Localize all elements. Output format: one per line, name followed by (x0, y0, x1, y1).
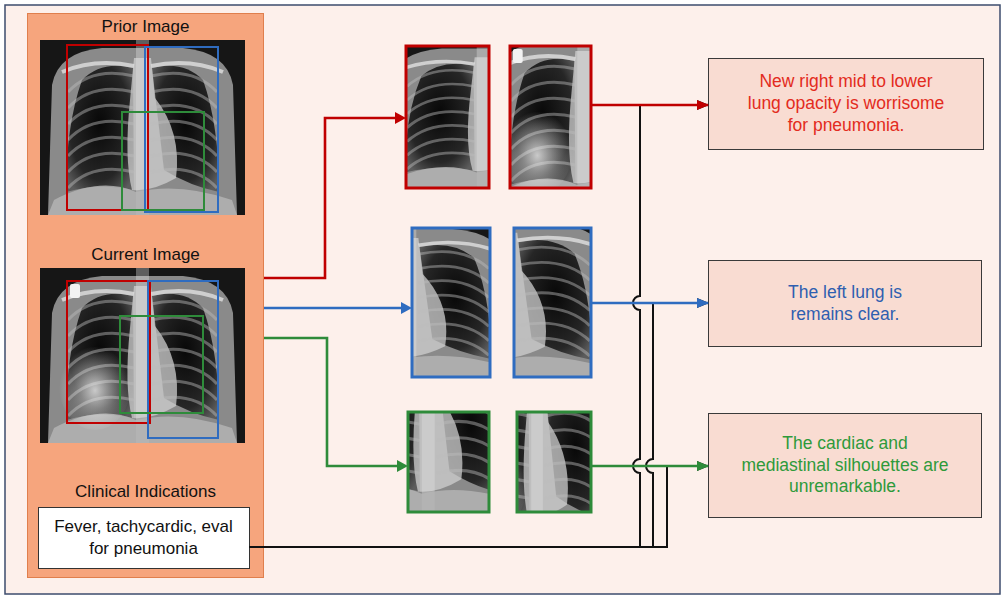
chest-xray (484, 33, 684, 208)
arrow-head (397, 460, 408, 472)
flow-connector (250, 105, 709, 547)
indication-box: Fever, tachycardic, eval for pneumonia (38, 507, 250, 569)
chest-xray (327, 339, 530, 518)
panel-heading: Clinical Indications (28, 481, 263, 502)
crop-border (514, 228, 591, 377)
region-box (67, 281, 150, 423)
crop-border (510, 46, 591, 188)
finding-box: New right mid to lower lung opacity is w… (708, 58, 984, 150)
region-box (120, 316, 203, 413)
crop-border (517, 412, 591, 512)
region-box (122, 112, 204, 210)
arrow-head (401, 302, 412, 314)
panel-heading: Prior Image (28, 16, 263, 37)
current-xray-image (40, 268, 245, 443)
finding-box: The cardiac and mediastinal silhouettes … (708, 413, 982, 518)
flow-connector (264, 105, 708, 278)
region-box (148, 281, 218, 438)
node-text: New right mid to lower lung opacity is w… (741, 71, 951, 137)
crop-image (300, 222, 519, 380)
chest-xray (395, 216, 621, 382)
arrow-head (395, 112, 406, 124)
crop-image (395, 216, 621, 382)
crop-border (408, 412, 489, 512)
flow-connector (264, 338, 708, 466)
flow-connector (264, 303, 708, 308)
chest-xray (300, 222, 519, 380)
input-panel: Prior ImageCurrent ImageClinical Indicat… (27, 13, 264, 578)
panel-heading: Current Image (28, 244, 263, 265)
prior-xray-image (40, 40, 245, 215)
chest-xray (378, 42, 588, 193)
crop-image (378, 42, 588, 193)
crop-border (412, 228, 490, 377)
crop-image (484, 33, 684, 208)
node-text: Fever, tachycardic, eval for pneumonia (54, 516, 234, 559)
crop-image (446, 363, 629, 543)
outer-frame (5, 5, 1000, 594)
crop-border (406, 46, 489, 188)
node-text: The left lung is remains clear. (765, 282, 925, 326)
finding-box: The left lung is remains clear. (708, 260, 982, 347)
region-box (67, 45, 148, 210)
node-text: The cardiac and mediastinal silhouettes … (738, 433, 952, 499)
region-box (145, 47, 218, 212)
crop-image (327, 339, 530, 518)
chest-xray (446, 363, 629, 543)
